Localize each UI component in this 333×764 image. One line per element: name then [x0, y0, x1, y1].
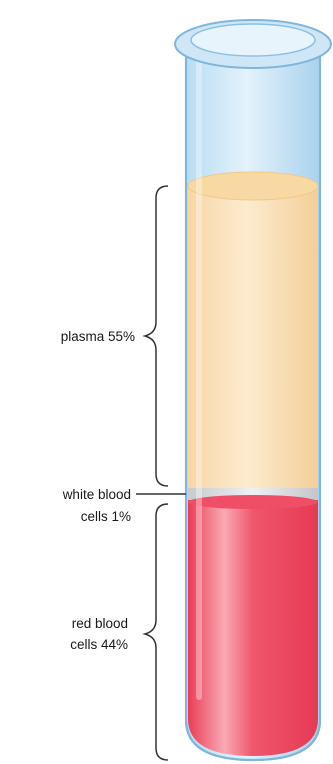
plasma-surface: [188, 172, 318, 200]
red-blood-cells-label-line2: cells 44%: [70, 637, 128, 652]
test-tube: [175, 20, 331, 760]
tube-rim-inner: [191, 24, 315, 56]
red-blood-cells-label-line1: red blood: [72, 616, 128, 631]
red-blood-cells-layer: [188, 500, 318, 756]
plasma-bracket: [145, 186, 168, 486]
white-blood-cells-label-line1: white blood: [62, 487, 131, 502]
red-blood-cells-bracket: [145, 504, 168, 760]
white-blood-cells-label-line2: cells 1%: [81, 509, 131, 524]
glass-highlight: [196, 60, 202, 700]
plasma-layer: [188, 186, 318, 490]
red-blood-cells-surface: [188, 495, 318, 509]
plasma-label: plasma 55%: [61, 329, 135, 344]
